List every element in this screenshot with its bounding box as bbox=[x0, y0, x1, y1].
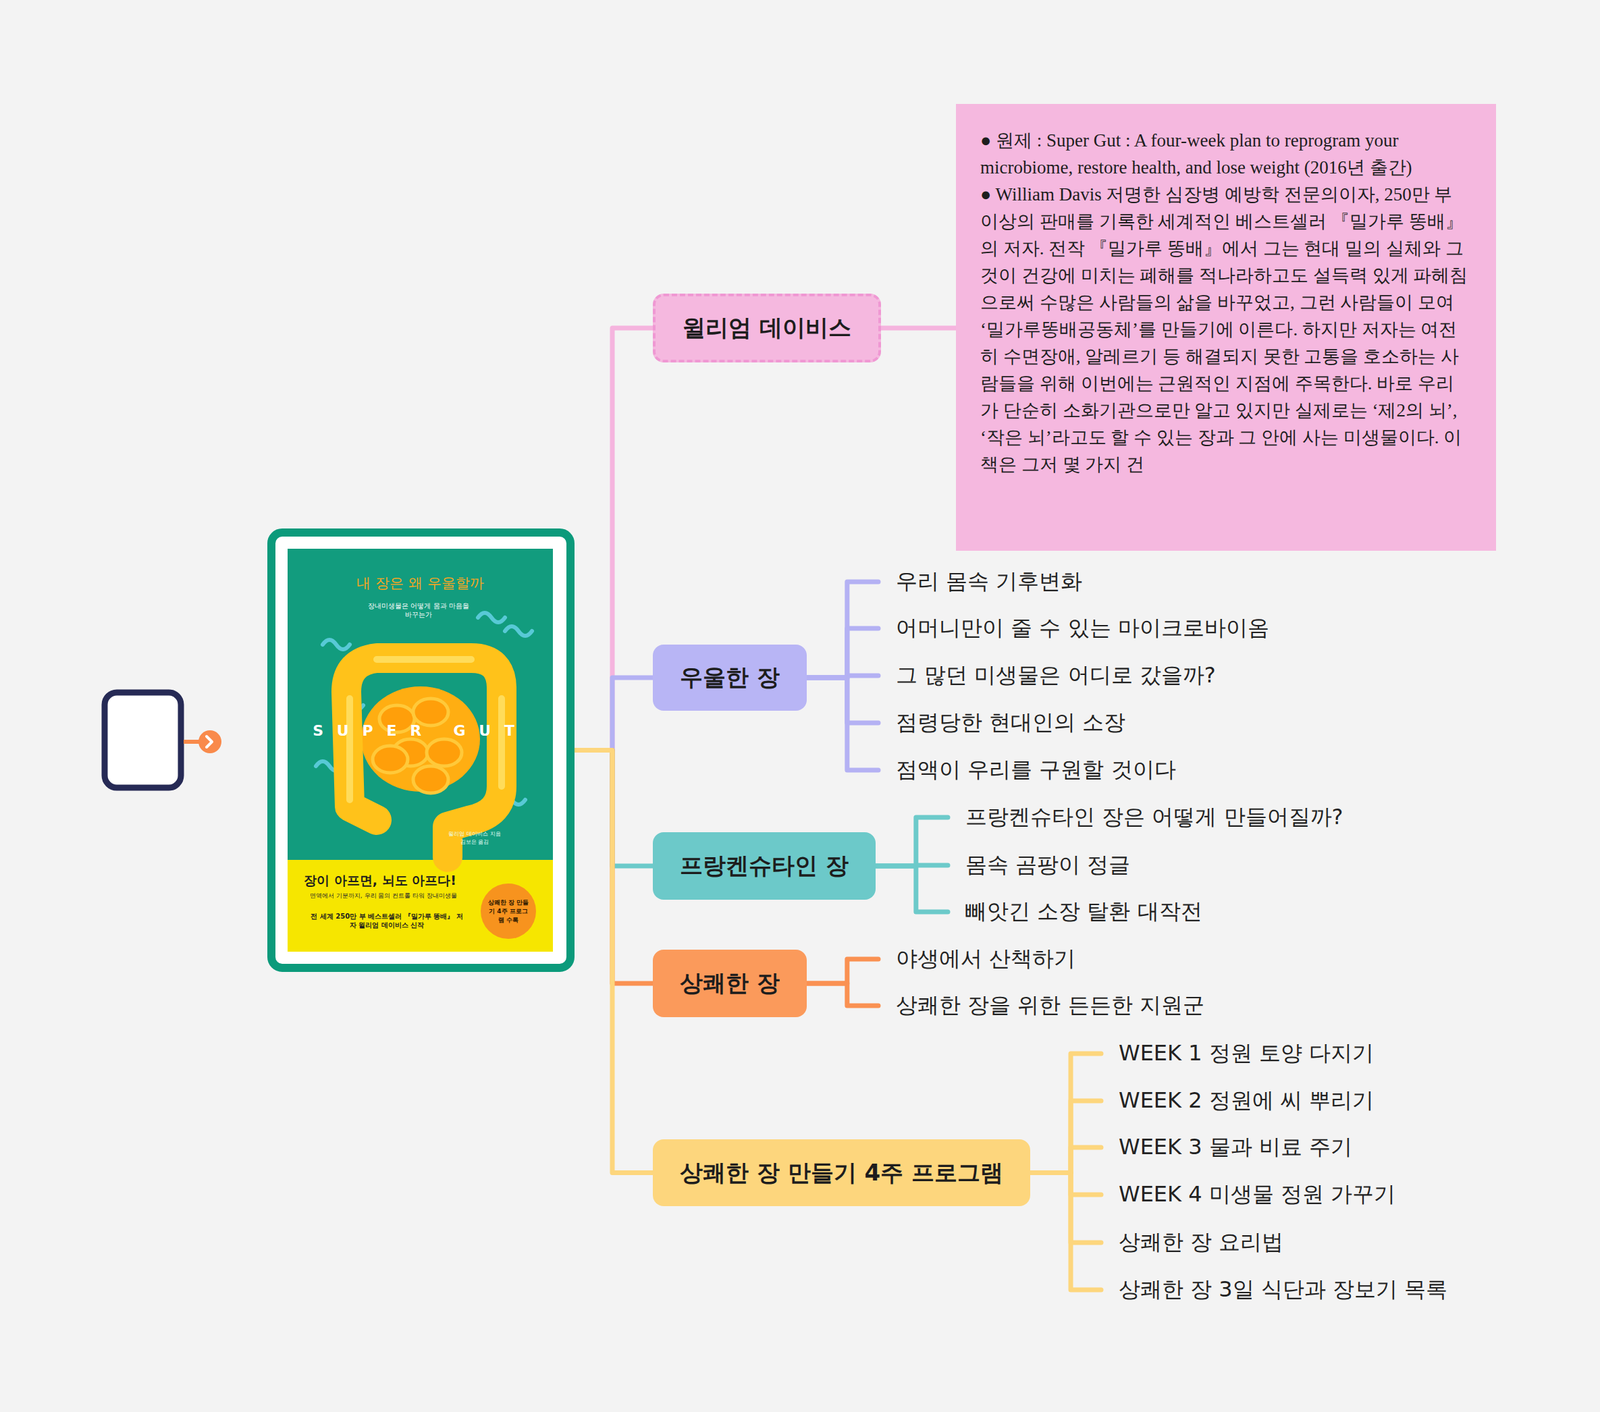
intestine-loop bbox=[413, 766, 449, 794]
chevron bbox=[206, 736, 212, 748]
branch-connector bbox=[574, 750, 653, 1174]
leaf-topic: 점액이 우리를 구원할 것이다 bbox=[895, 751, 1177, 790]
topic-label: 프랑켄슈타인 장 bbox=[679, 850, 849, 882]
branch-connector bbox=[875, 817, 948, 867]
branch-connector bbox=[1030, 1173, 1102, 1291]
book-cover: 내 장은 왜 우울할까장내미생물은 어떻게 몸과 마음을 바꾸는가 SUPER G… bbox=[267, 528, 575, 973]
topic-label: 몸속 곰팡이 정글 bbox=[965, 850, 1131, 881]
leaf-topic: 상쾌한 장 요리법 bbox=[1118, 1223, 1284, 1262]
topic-label: 어머니만이 줄 수 있는 마이크로바이옴 bbox=[895, 613, 1270, 644]
cover-lower bbox=[287, 548, 553, 952]
branch-connector bbox=[574, 677, 653, 751]
topic-label: 상쾌한 장 만들기 4주 프로그램 수록 bbox=[486, 898, 531, 925]
leaf-topic: 그 많던 미생물은 어디로 갔을까? bbox=[895, 656, 1216, 695]
microbe bbox=[322, 640, 350, 650]
topic-label: 우울한 장 bbox=[679, 662, 780, 694]
branch-topic: 상쾌한 장 bbox=[652, 949, 807, 1018]
branch-topic: 프랑켄슈타인 장 bbox=[652, 832, 876, 900]
topic-label: 그 많던 미생물은 어디로 갔을까? bbox=[895, 660, 1216, 691]
topic-label: 빼앗긴 소장 탈환 대작전 bbox=[965, 897, 1203, 927]
microbe bbox=[504, 626, 532, 636]
topic-label: WEEK 2 정원에 씨 뿌리기 bbox=[1118, 1086, 1374, 1116]
branch-connector bbox=[1030, 1053, 1102, 1174]
topic-label: 점액이 우리를 구원할 것이다 bbox=[895, 755, 1177, 786]
large-intestine bbox=[346, 658, 502, 858]
leaf-topic: 야생에서 산책하기 bbox=[895, 940, 1076, 979]
branch-connector bbox=[806, 581, 879, 678]
branch-connector bbox=[1030, 1173, 1102, 1244]
cover-text: 내 장은 왜 우울할까 bbox=[287, 574, 553, 593]
branch-connector bbox=[806, 983, 879, 1006]
intestine-loop bbox=[413, 698, 449, 726]
note-text: ● 원제 : Super Gut : A four-week plan to r… bbox=[980, 126, 1472, 181]
branch-connector bbox=[806, 677, 879, 724]
topic-label: 프랑켄슈타인 장은 어떻게 만들어질까? bbox=[965, 802, 1344, 833]
leaf-topic: WEEK 1 정원 토양 다지기 bbox=[1118, 1034, 1374, 1073]
topic-label: 상쾌한 장을 위한 든든한 지원군 bbox=[895, 991, 1205, 1021]
badge-circle: 상쾌한 장 만들기 4주 프로그램 수록 bbox=[480, 883, 537, 940]
topic-label: 상쾌한 장 요리법 bbox=[1118, 1228, 1284, 1258]
cover-text: 장내미생물은 어떻게 몸과 마음을 바꾸는가 bbox=[364, 601, 473, 620]
branch-topic: 우울한 장 bbox=[652, 644, 807, 711]
leaf-topic: 빼앗긴 소장 탈환 대작전 bbox=[965, 893, 1203, 931]
microbe bbox=[477, 612, 505, 623]
intestine-loop bbox=[372, 745, 408, 773]
cover-upper bbox=[287, 548, 553, 861]
leaf-topic: 어머니만이 줄 수 있는 마이크로바이옴 bbox=[895, 609, 1270, 648]
branch-connector bbox=[806, 628, 879, 678]
topic-label: 점령당한 현대인의 소장 bbox=[895, 708, 1126, 738]
cover-text: 윌리엄 데이비스 지음 bbox=[437, 831, 512, 838]
branch-connector bbox=[1030, 1173, 1102, 1196]
topic-label: 야생에서 산책하기 bbox=[895, 944, 1076, 975]
leaf-topic: WEEK 4 미생물 정원 가꾸기 bbox=[1118, 1176, 1396, 1214]
topic-label: WEEK 1 정원 토양 다지기 bbox=[1118, 1038, 1374, 1069]
topic-label: 상쾌한 장 3일 식단과 장보기 목록 bbox=[1118, 1275, 1448, 1305]
branch-connector bbox=[1030, 1101, 1102, 1174]
icon-frame bbox=[104, 692, 181, 788]
cover-text: SUPER GUT bbox=[287, 721, 553, 742]
cover-text: 장이 아프면, 뇌도 아프다! bbox=[295, 872, 465, 890]
note-text: ● William Davis 저명한 심장병 예방학 전문의이자, 250만 … bbox=[980, 180, 1472, 478]
topic-label: 우리 몸속 기후변화 bbox=[895, 567, 1083, 597]
leaf-topic: WEEK 3 물과 비료 주기 bbox=[1118, 1128, 1353, 1167]
leaf-topic: 상쾌한 장을 위한 든든한 지원군 bbox=[895, 987, 1205, 1025]
branch-connector bbox=[806, 959, 879, 984]
topic-label: WEEK 3 물과 비료 주기 bbox=[1118, 1132, 1353, 1163]
icon-link bbox=[183, 739, 200, 744]
branch-connector bbox=[875, 866, 948, 913]
leaf-topic: 몸속 곰팡이 정글 bbox=[965, 846, 1131, 885]
cover-text: 전 세계 250만 부 베스트셀러 『밀가루 똥배』 저자 윌리엄 데이비스 신… bbox=[309, 912, 465, 930]
branch-connector bbox=[881, 326, 956, 331]
topic-label: WEEK 4 미생물 정원 가꾸기 bbox=[1118, 1180, 1396, 1210]
leaf-topic: 점령당한 현대인의 소장 bbox=[895, 704, 1126, 742]
branch-connector bbox=[1030, 1147, 1102, 1174]
topic-label: 상쾌한 장 만들기 4주 프로그램 bbox=[679, 1157, 1004, 1189]
branch-connector bbox=[806, 677, 879, 771]
leaf-topic: 프랑켄슈타인 장은 어떻게 만들어질까? bbox=[965, 798, 1344, 837]
leaf-topic: 상쾌한 장 3일 식단과 장보기 목록 bbox=[1118, 1271, 1448, 1310]
leaf-topic: 우리 몸속 기후변화 bbox=[895, 563, 1083, 601]
cover-text: 면역에서 기분까지, 우리 몸의 컨트롤 타워 장내미생물 bbox=[288, 892, 478, 901]
intestine-loop bbox=[426, 739, 462, 767]
branch-topic: 상쾌한 장 만들기 4주 프로그램 bbox=[652, 1139, 1031, 1207]
expand-button bbox=[198, 730, 222, 754]
topic-label: 윌리엄 데이비스 bbox=[682, 312, 852, 344]
branch-topic: 윌리엄 데이비스 bbox=[652, 293, 882, 363]
leaf-topic: WEEK 2 정원에 씨 뿌리기 bbox=[1118, 1082, 1374, 1120]
note-box: ● 원제 : Super Gut : A four-week plan to r… bbox=[955, 103, 1497, 551]
branch-connector bbox=[574, 328, 653, 751]
topic-label: 상쾌한 장 bbox=[679, 968, 780, 1000]
cover-text: 김보은 옮김 bbox=[437, 839, 512, 846]
